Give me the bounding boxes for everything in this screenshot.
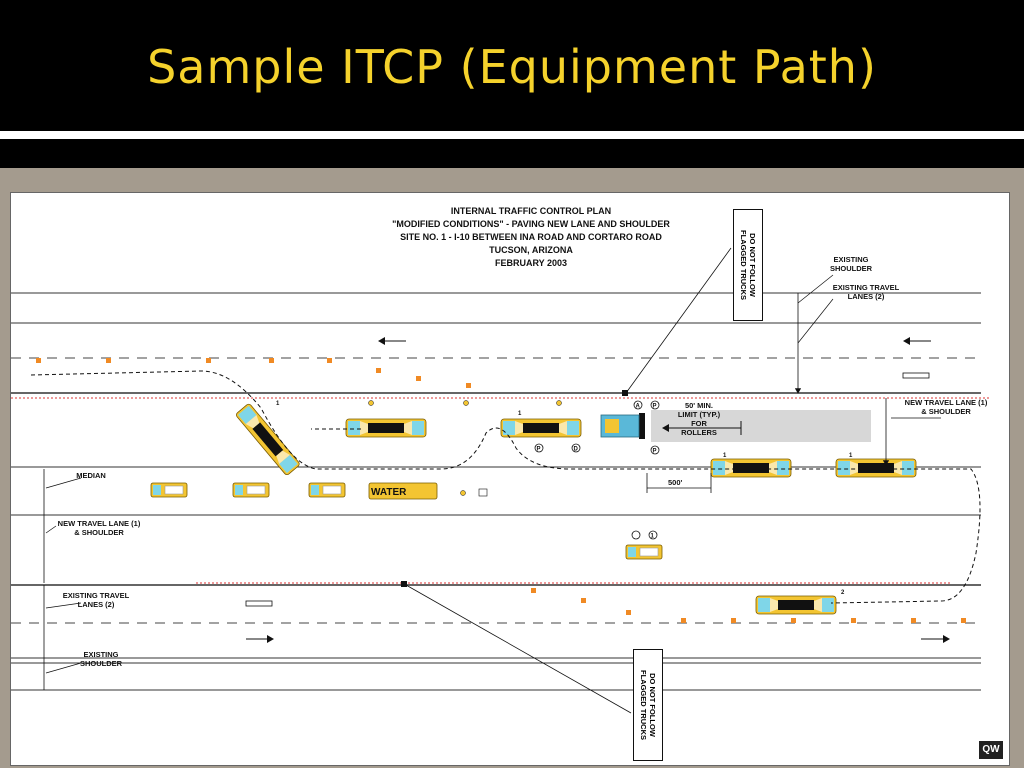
leader-line bbox=[45, 602, 82, 609]
do-not-follow-box-bottom: DO NOT FOLLOW FLAGGED TRUCKS bbox=[633, 649, 663, 761]
marker-1: 1 bbox=[651, 534, 655, 540]
leader-line bbox=[797, 298, 834, 344]
marker-badges: A P P P D 1 1 1 1 1 2 bbox=[276, 400, 853, 596]
pickup bbox=[625, 544, 663, 560]
channelizer-cones bbox=[36, 358, 966, 623]
traffic-control-plan-drawing: INTERNAL TRAFFIC CONTROL PLAN "MODIFIED … bbox=[10, 192, 1010, 766]
dimension-500-label: 500' bbox=[668, 478, 683, 487]
title-underline-band bbox=[0, 131, 1024, 139]
roller-turning bbox=[234, 402, 301, 477]
leader-line bbox=[405, 584, 632, 714]
paver bbox=[600, 414, 640, 438]
flag-truck-marker bbox=[401, 581, 407, 587]
roller bbox=[755, 595, 837, 615]
roller bbox=[710, 458, 792, 478]
marker-d: D bbox=[574, 447, 579, 453]
equipment bbox=[150, 482, 188, 498]
equipment bbox=[232, 482, 270, 498]
leader-line bbox=[625, 247, 732, 394]
roller bbox=[500, 418, 582, 438]
marker-1: 1 bbox=[276, 401, 280, 407]
marker-p: P bbox=[653, 449, 657, 455]
marker-p: P bbox=[653, 404, 657, 410]
marker-2: 2 bbox=[841, 590, 845, 596]
existing-shoulder-top-label: EXISTING SHOULDER bbox=[829, 255, 873, 273]
equipment-path bbox=[30, 370, 981, 604]
marker-1: 1 bbox=[849, 453, 853, 459]
new-lane-right-label: NEW TRAVEL LANE (1) & SHOULDER bbox=[904, 398, 988, 416]
slide-title: Sample ITCP (Equipment Path) bbox=[147, 40, 877, 94]
do-not-follow-box-top: DO NOT FOLLOW FLAGGED TRUCKS bbox=[733, 209, 763, 321]
plan-header: INTERNAL TRAFFIC CONTROL PLAN "MODIFIED … bbox=[311, 205, 751, 270]
new-lane-left-label: NEW TRAVEL LANE (1) & SHOULDER bbox=[57, 519, 141, 537]
road-diagram: WATER A P P P D 1 1 1 1 1 2 bbox=[11, 247, 991, 714]
flag-truck-marker bbox=[622, 390, 628, 396]
roller bbox=[345, 418, 427, 438]
water-truck: WATER bbox=[368, 482, 438, 500]
marker-1: 1 bbox=[723, 453, 727, 459]
do-not-follow-text: DO NOT FOLLOW FLAGGED TRUCKS bbox=[639, 670, 657, 740]
plan-header-line: INTERNAL TRAFFIC CONTROL PLAN bbox=[450, 206, 612, 216]
median-label: MEDIAN bbox=[76, 471, 106, 480]
roller-limit-label: 50' MIN. LIMIT (TYP.) FOR ROLLERS bbox=[677, 401, 721, 437]
roller bbox=[835, 458, 917, 478]
plan-header-line: FEBRUARY 2003 bbox=[494, 258, 568, 268]
existing-lanes-top-label: EXISTING TRAVEL LANES (2) bbox=[832, 283, 900, 301]
plan-header-line: TUCSON, ARIZONA bbox=[489, 245, 573, 255]
leader-line bbox=[45, 525, 57, 534]
marker-1: 1 bbox=[518, 411, 522, 417]
existing-shoulder-bottom-label: EXISTING SHOULDER bbox=[79, 650, 123, 668]
leader-line bbox=[45, 477, 82, 489]
roller-limit-zone bbox=[651, 410, 871, 442]
marker-a: A bbox=[636, 404, 641, 410]
water-label: WATER bbox=[371, 487, 407, 498]
existing-lanes-bottom-label: EXISTING TRAVEL LANES (2) bbox=[62, 591, 130, 609]
company-logo: QW bbox=[979, 741, 1003, 759]
leader-line bbox=[797, 274, 834, 304]
plan-header-line: "MODIFIED CONDITIONS" - PAVING NEW LANE … bbox=[392, 219, 670, 229]
leader-line bbox=[45, 662, 82, 674]
traffic-arrow bbox=[902, 372, 930, 379]
marker-p: P bbox=[537, 447, 541, 453]
do-not-follow-text: DO NOT FOLLOW FLAGGED TRUCKS bbox=[739, 230, 757, 300]
plan-header-line: SITE NO. 1 - I-10 BETWEEN INA ROAD AND C… bbox=[400, 232, 662, 242]
paver-screed bbox=[639, 413, 645, 439]
equipment bbox=[308, 482, 346, 498]
traffic-arrow bbox=[245, 600, 273, 607]
